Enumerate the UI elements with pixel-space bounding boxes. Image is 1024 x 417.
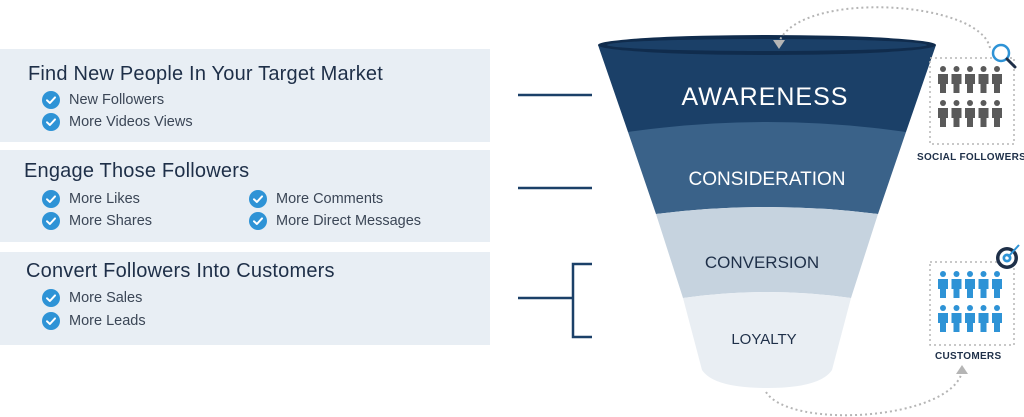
- person-icon: [965, 100, 975, 127]
- customers-people-icon: [938, 271, 1002, 332]
- stage-label-consideration: CONSIDERATION: [689, 169, 846, 190]
- list-item: More Shares: [42, 212, 152, 230]
- list-item-label: More Direct Messages: [276, 213, 422, 229]
- list-item: More Comments: [249, 190, 383, 208]
- list-item-label: More Comments: [276, 191, 384, 207]
- magnifier-icon: [991, 43, 1017, 69]
- stage-label-awareness: AWARENESS: [682, 83, 849, 111]
- social-followers-label: SOCIAL FOLLOWERS: [917, 152, 1024, 163]
- list-item-label: More Sales: [69, 290, 143, 306]
- check-icon: [42, 312, 60, 330]
- person-icon: [992, 66, 1002, 93]
- stage-label-loyalty: LOYALTY: [731, 331, 796, 348]
- person-icon: [938, 100, 948, 127]
- check-icon: [42, 212, 60, 230]
- list-item-label: More Likes: [69, 191, 140, 207]
- person-icon: [965, 271, 975, 298]
- funnel-rim-inner: [607, 39, 927, 51]
- check-icon: [249, 212, 267, 230]
- list-item: More Videos Views: [42, 113, 193, 131]
- funnel-stage-loyalty: [683, 292, 851, 388]
- list-item: More Direct Messages: [249, 212, 421, 230]
- check-icon: [42, 190, 60, 208]
- person-icon: [992, 271, 1002, 298]
- arrow-head-down-icon: [773, 40, 785, 49]
- top-dotted-arrow-path: [778, 6, 991, 49]
- person-icon: [992, 305, 1002, 332]
- person-icon: [978, 66, 989, 93]
- person-icon: [978, 100, 989, 127]
- list-item-label: More Videos Views: [69, 114, 193, 130]
- person-icon: [951, 66, 962, 93]
- target-icon: [996, 244, 1020, 269]
- person-icon: [965, 305, 975, 332]
- list-item: More Sales: [42, 289, 142, 307]
- person-icon: [951, 305, 962, 332]
- list-item: New Followers: [42, 91, 164, 109]
- customers-label: CUSTOMERS: [935, 351, 1002, 362]
- person-icon: [938, 271, 948, 298]
- person-icon: [951, 100, 962, 127]
- connector-bracket: [571, 262, 592, 339]
- social-followers-box: [929, 57, 1015, 145]
- section-title: Find New People In Your Target Market: [28, 63, 384, 85]
- person-icon: [938, 66, 948, 93]
- person-icon: [938, 305, 948, 332]
- list-item-label: New Followers: [69, 92, 165, 108]
- funnel-stage-awareness: [598, 45, 936, 132]
- section-consideration-panel: Engage Those Followers More Likes More C…: [0, 150, 490, 242]
- person-icon: [965, 66, 975, 93]
- list-item-label: More Leads: [69, 313, 146, 329]
- check-icon: [42, 113, 60, 131]
- section-awareness-panel: Find New People In Your Target Market Ne…: [0, 49, 490, 142]
- list-item: More Leads: [42, 312, 146, 330]
- person-icon: [978, 305, 989, 332]
- check-icon: [249, 190, 267, 208]
- stage-label-conversion: CONVERSION: [705, 253, 819, 272]
- arrow-head-up-icon: [956, 365, 968, 374]
- person-icon: [992, 100, 1002, 127]
- person-icon: [978, 271, 989, 298]
- check-icon: [42, 91, 60, 109]
- section-title: Engage Those Followers: [24, 160, 250, 182]
- section-conversion-panel: Convert Followers Into Customers More Sa…: [0, 252, 490, 345]
- check-icon: [42, 289, 60, 307]
- social-followers-people-icon: [938, 66, 1002, 127]
- funnel-stage-conversion: [656, 207, 878, 298]
- customers-box: [929, 261, 1015, 346]
- section-title: Convert Followers Into Customers: [26, 260, 335, 282]
- person-icon: [951, 271, 962, 298]
- funnel-stage-consideration: [628, 122, 906, 214]
- list-item: More Likes: [42, 190, 140, 208]
- bottom-dotted-arrow-path: [765, 371, 963, 417]
- list-item-label: More Shares: [69, 213, 153, 229]
